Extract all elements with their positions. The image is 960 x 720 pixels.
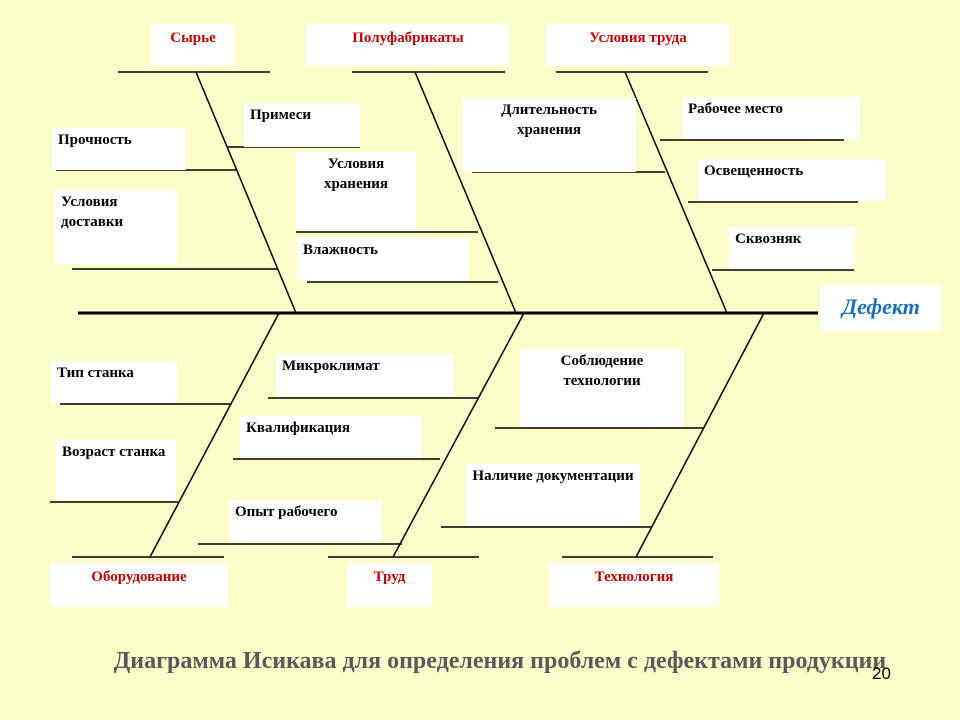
category-technology: Технология bbox=[549, 563, 719, 607]
cause-storage-time: Длительность хранения bbox=[462, 98, 636, 172]
category-semi: Полуфабрикаты bbox=[306, 24, 510, 66]
bone-labor-cond bbox=[624, 71, 728, 314]
bone-raw bbox=[195, 71, 297, 314]
bone-equipment bbox=[149, 312, 280, 558]
bone-labor bbox=[392, 312, 525, 558]
cause-storage-cond: Условия хранения bbox=[296, 152, 416, 230]
category-raw: Сырье bbox=[151, 24, 235, 66]
cause-tech-compliance: Соблюдение технологии bbox=[520, 349, 684, 427]
cause-documentation: Наличие документации bbox=[466, 464, 640, 526]
page-number: 20 bbox=[872, 664, 891, 683]
cause-lighting: Освещенность bbox=[698, 159, 886, 201]
category-labor: Труд bbox=[347, 563, 432, 607]
bone-technology bbox=[635, 312, 765, 558]
cause-qualification: Квалификация bbox=[240, 416, 422, 458]
cause-delivery: Условия доставки bbox=[55, 190, 177, 264]
cause-workplace: Рабочее место bbox=[682, 97, 860, 139]
cause-draft: Сквозняк bbox=[729, 227, 855, 269]
cause-machine-age: Возраст станка bbox=[56, 440, 176, 500]
cause-impurities: Примеси bbox=[244, 103, 360, 147]
category-equipment: Оборудование bbox=[50, 563, 228, 607]
cause-strength: Прочность bbox=[52, 128, 186, 170]
bone-semi bbox=[414, 71, 517, 314]
cause-humidity: Влажность bbox=[297, 238, 469, 280]
cause-machine-type: Тип станка bbox=[51, 361, 177, 403]
effect-box: Дефект bbox=[820, 285, 942, 331]
diagram-caption: Диаграмма Исикава для определения пробле… bbox=[113, 648, 887, 674]
category-labor-cond: Условия труда bbox=[546, 24, 730, 66]
cause-experience: Опыт рабочего bbox=[229, 500, 382, 542]
cause-microclimate: Микроклимат bbox=[276, 354, 454, 396]
